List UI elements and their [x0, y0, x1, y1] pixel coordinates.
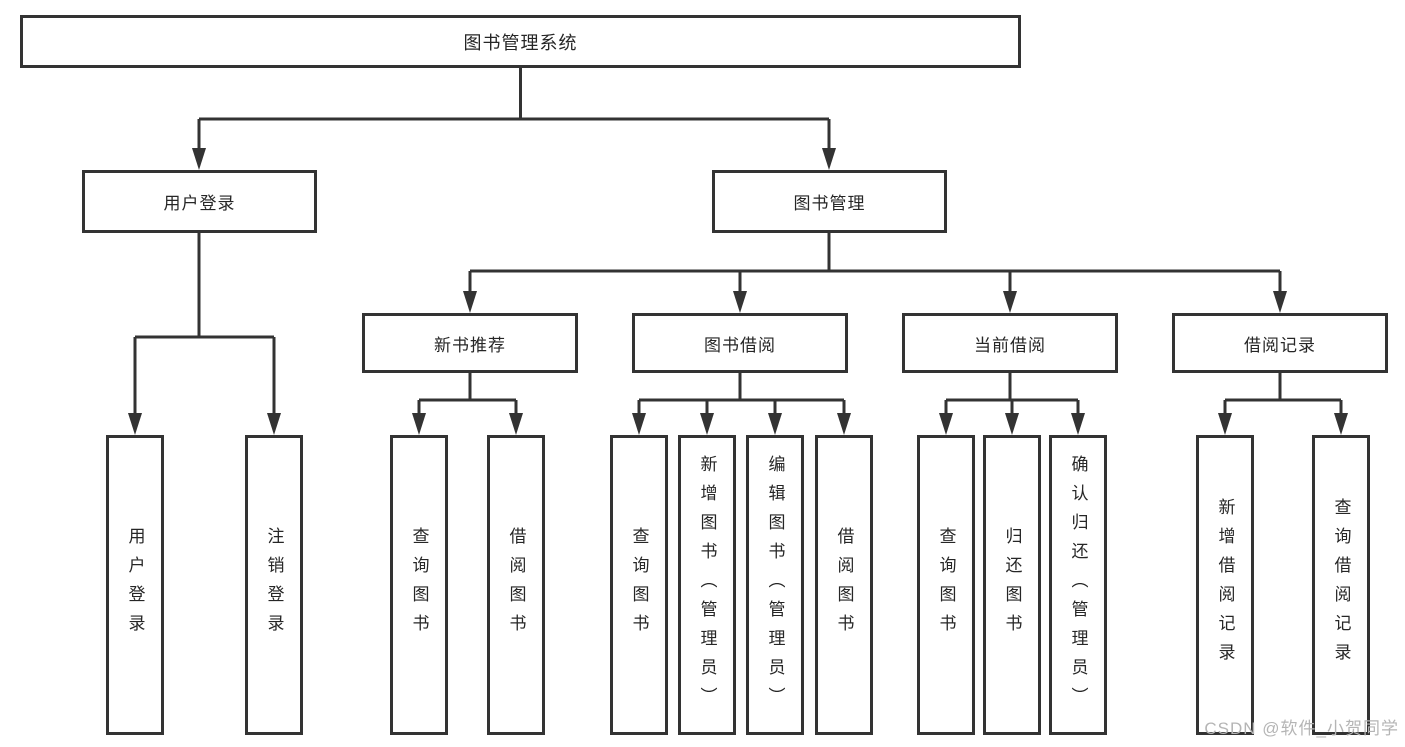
- arrow-down-icon: [939, 413, 953, 435]
- node-label: 图书管理系统: [463, 32, 578, 53]
- node-borrowing-records: 借阅记录: [1172, 313, 1388, 373]
- node-label: 用户登录: [125, 527, 145, 643]
- node-label: 确认归还（管理员）: [1068, 454, 1088, 716]
- arrow-down-icon: [267, 413, 281, 435]
- leaf-query-borrow-record: 查询借阅记录: [1312, 435, 1370, 735]
- node-label: 编辑图书（管理员）: [765, 454, 785, 716]
- leaf-return-books: 归还图书: [983, 435, 1041, 735]
- node-label: 用户登录: [163, 194, 236, 213]
- connector-borrow-records-to-leaves: [1218, 371, 1348, 435]
- arrow-down-icon: [822, 148, 836, 170]
- connector-book-borrow-to-leaves: [632, 371, 851, 435]
- arrow-down-icon: [1218, 413, 1232, 435]
- node-new-book-recommendation: 新书推荐: [362, 313, 578, 373]
- node-user-login: 用户登录: [82, 170, 317, 233]
- node-book-management: 图书管理: [712, 170, 947, 233]
- leaf-confirm-return-admin: 确认归还（管理员）: [1049, 435, 1107, 735]
- arrow-down-icon: [412, 413, 426, 435]
- node-label: 新增图书（管理员）: [697, 454, 717, 716]
- node-label: 图书管理: [793, 194, 866, 213]
- node-book-borrowing: 图书借阅: [632, 313, 848, 373]
- node-label: 新增借阅记录: [1215, 498, 1235, 672]
- arrow-down-icon: [1334, 413, 1348, 435]
- arrow-down-icon: [837, 413, 851, 435]
- arrow-down-icon: [1071, 413, 1085, 435]
- node-label: 图书借阅: [704, 335, 776, 355]
- arrow-down-icon: [509, 413, 523, 435]
- node-library-management-system: 图书管理系统: [20, 15, 1021, 68]
- node-label: 归还图书: [1002, 527, 1022, 643]
- arrow-down-icon: [1005, 413, 1019, 435]
- node-current-borrowing: 当前借阅: [902, 313, 1118, 373]
- arrow-down-icon: [128, 413, 142, 435]
- leaf-query-books-recommend: 查询图书: [390, 435, 448, 735]
- arrow-down-icon: [768, 413, 782, 435]
- leaf-borrow-books-recommend: 借阅图书: [487, 435, 545, 735]
- node-label: 借阅记录: [1244, 335, 1316, 355]
- arrow-down-icon: [463, 291, 477, 313]
- leaf-logout: 注销登录: [245, 435, 303, 735]
- leaf-query-books-borrow: 查询图书: [610, 435, 668, 735]
- node-label: 查询图书: [629, 527, 649, 643]
- node-label: 借阅图书: [506, 527, 526, 643]
- node-label: 注销登录: [264, 527, 284, 643]
- node-label: 新书推荐: [434, 335, 506, 355]
- arrow-down-icon: [700, 413, 714, 435]
- node-label: 查询图书: [409, 527, 429, 643]
- leaf-add-book-admin: 新增图书（管理员）: [678, 435, 736, 735]
- arrow-down-icon: [632, 413, 646, 435]
- connector-root-to-level2: [192, 66, 836, 170]
- arrow-down-icon: [733, 291, 747, 313]
- node-label: 当前借阅: [974, 335, 1046, 355]
- node-label: 借阅图书: [834, 527, 854, 643]
- arrow-down-icon: [1003, 291, 1017, 313]
- leaf-query-books-current: 查询图书: [917, 435, 975, 735]
- leaf-user-login: 用户登录: [106, 435, 164, 735]
- connector-new-book-to-leaves: [412, 371, 523, 435]
- leaf-edit-book-admin: 编辑图书（管理员）: [746, 435, 804, 735]
- node-label: 查询借阅记录: [1331, 498, 1351, 672]
- leaf-borrow-books: 借阅图书: [815, 435, 873, 735]
- connector-current-borrow-to-leaves: [939, 371, 1085, 435]
- csdn-watermark: CSDN @软件_小贺同学: [1204, 719, 1399, 738]
- leaf-add-borrow-record: 新增借阅记录: [1196, 435, 1254, 735]
- arrow-down-icon: [1273, 291, 1287, 313]
- connector-user-login-to-leaves: [128, 231, 281, 435]
- connector-book-mgmt-to-level3: [463, 231, 1287, 313]
- node-label: 查询图书: [936, 527, 956, 643]
- arrow-down-icon: [192, 148, 206, 170]
